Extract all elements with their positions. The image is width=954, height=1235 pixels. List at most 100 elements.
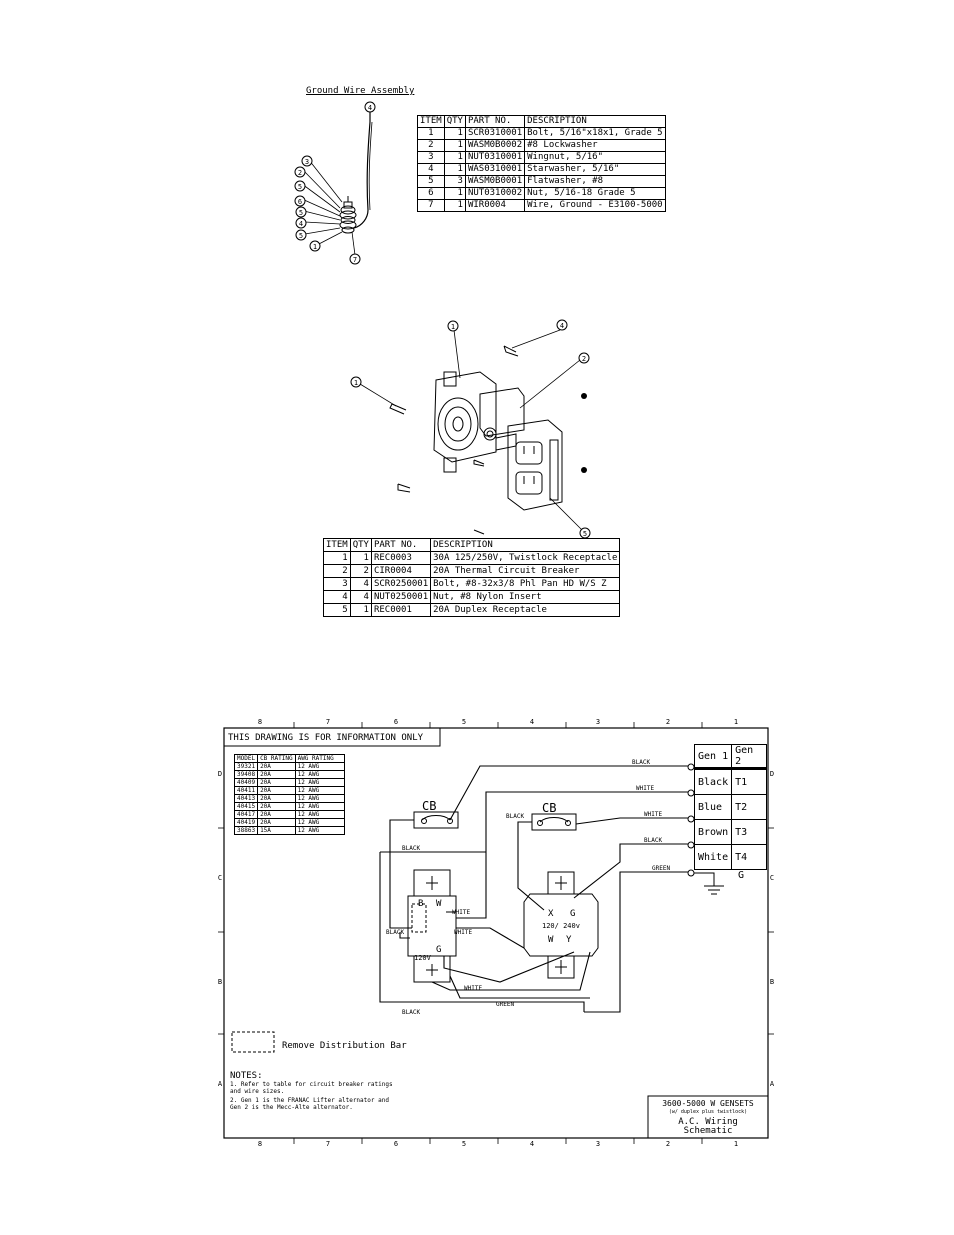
balloon-4: 4 — [368, 104, 372, 112]
distribution-bar-legend-box — [231, 1031, 275, 1053]
balloon-left: 5 — [299, 209, 303, 217]
balloon: 2 — [582, 355, 586, 363]
wire-label-black: BLACK — [402, 845, 420, 852]
cell: Bolt, 5/16"x18x1, Grade 5 — [524, 127, 666, 140]
cell: 1 — [323, 551, 351, 565]
cell: WASM0B0002 — [464, 139, 526, 152]
cell: 12 AWG — [294, 786, 345, 795]
header-part: PART NO. — [464, 115, 526, 128]
zone-label: 5 — [462, 1140, 466, 1148]
zone-label: C — [770, 874, 774, 882]
cell: CIR0004 — [370, 564, 432, 578]
header-item: ITEM — [417, 115, 445, 128]
title-line: A.C. Wiring — [678, 1117, 738, 1127]
cell: 20A — [257, 818, 296, 827]
wire-label-black: BLACK — [506, 813, 524, 820]
wire-label-black: BLACK — [632, 759, 650, 766]
twistlock-terminal-x: X — [548, 909, 554, 919]
balloon-left: 4 — [299, 220, 303, 228]
wire-label-green: GREEN — [652, 865, 670, 872]
cell: 39321 — [233, 762, 259, 771]
twistlock-terminal-g: G — [570, 909, 575, 919]
zone-label: 7 — [326, 718, 330, 726]
wire-label-black: BLACK — [644, 837, 662, 844]
cell: WIR0004 — [464, 199, 526, 212]
balloon: 1 — [451, 323, 455, 331]
cell: 4 — [323, 590, 351, 604]
cell: 12 AWG — [294, 826, 345, 835]
wire-label-white: WHITE — [636, 785, 654, 792]
cell: 40411 — [233, 786, 259, 795]
cell: Wire, Ground - E3100-5000 — [524, 199, 666, 212]
cell: 20A — [257, 794, 296, 803]
wire-label-black: BLACK — [402, 1009, 420, 1016]
wiring-schematic: 8 7 6 5 4 3 2 1 8 7 6 5 4 3 2 1 D C B A … — [218, 718, 775, 1148]
cell: NUT0310001 — [464, 151, 526, 164]
cell: Brown — [693, 819, 733, 845]
cell: 5 — [323, 603, 351, 617]
cell: 1 — [443, 127, 466, 140]
cell: 20A — [257, 802, 296, 811]
cell: Blue — [693, 794, 733, 820]
cell: REC0003 — [370, 551, 432, 565]
notes-title: NOTES: — [230, 1071, 263, 1081]
duplex-terminal-b: B — [418, 899, 423, 909]
header-part: PART NO. — [370, 538, 432, 552]
twistlock-rating: 120/ 240v — [542, 922, 580, 930]
cell: 12 AWG — [294, 794, 345, 803]
cell: T4 — [731, 844, 768, 870]
header-qty: QTY — [349, 538, 372, 552]
zone-label: 5 — [462, 718, 466, 726]
wire-label-white: WHITE — [452, 909, 470, 916]
balloon-left: 1 — [313, 243, 317, 251]
cell: REC0001 — [370, 603, 432, 617]
wire-label-white: WHITE — [464, 985, 482, 992]
table-header-row: Gen 1 Gen 2 — [693, 744, 768, 770]
header-awg: AWG RATING — [294, 754, 345, 763]
cell: 40417 — [233, 810, 259, 819]
cell: 40419 — [233, 818, 259, 827]
cell: 12 AWG — [294, 762, 345, 771]
cell: 20A — [257, 770, 296, 779]
zone-label: 4 — [530, 718, 534, 726]
ground-label: G — [738, 870, 744, 881]
cell: 3 — [323, 577, 351, 591]
cell: 39408 — [233, 770, 259, 779]
zone-label: A — [770, 1080, 775, 1088]
header-model: MODEL — [233, 754, 259, 763]
cell: WAS0310001 — [464, 163, 526, 176]
zone-label: 2 — [666, 718, 670, 726]
duplex-terminal-g: G — [436, 945, 441, 955]
cell: 2 — [323, 564, 351, 578]
cell: 40415 — [233, 802, 259, 811]
twistlock-terminal-w: W — [548, 935, 554, 945]
balloon: 5 — [583, 530, 587, 538]
header-item: ITEM — [323, 538, 351, 552]
balloon-left: 6 — [298, 198, 302, 206]
legend-text: Remove Distribution Bar — [282, 1041, 407, 1051]
duplex-terminal-w: W — [436, 899, 442, 909]
note-line: Gen 2 is the Mecc-Alte alternator. — [230, 1104, 353, 1111]
wire-label-black: BLACK — [386, 929, 404, 936]
cell: #8 Lockwasher — [524, 139, 666, 152]
cell: Black — [693, 768, 733, 795]
table-header-row: ITEM QTY PART NO. DESCRIPTION — [323, 538, 621, 552]
cell: SCR0250001 — [370, 577, 432, 591]
zone-label: B — [770, 978, 774, 986]
header-gen1: Gen 1 — [693, 744, 733, 770]
balloon: 4 — [560, 322, 564, 330]
zone-label: 3 — [596, 1140, 600, 1148]
cell: 15A — [257, 826, 296, 835]
